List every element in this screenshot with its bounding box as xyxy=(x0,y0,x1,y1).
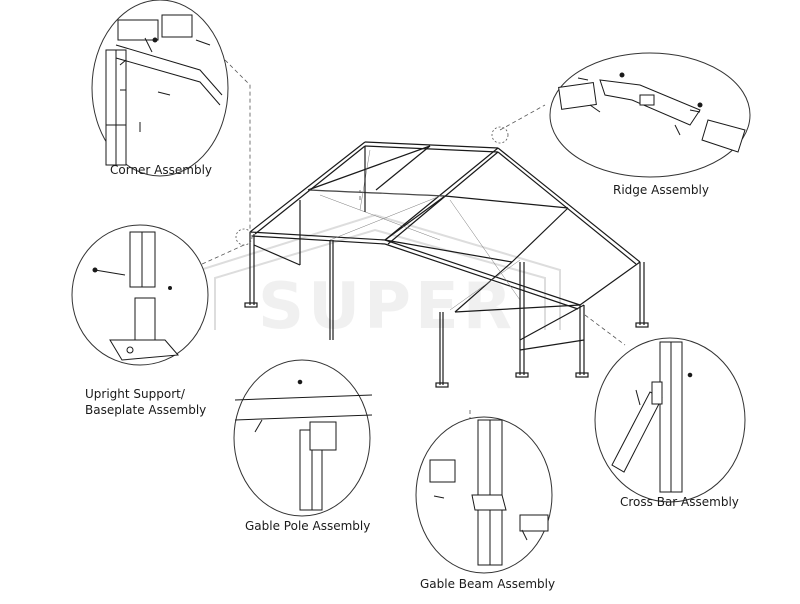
watermark-text: SUPER xyxy=(258,270,516,344)
label-upright-support-line1: Upright Support/ xyxy=(85,387,185,401)
gable-pole-detail xyxy=(233,359,373,517)
gable-beam-detail xyxy=(415,416,553,574)
label-ridge-assembly: Ridge Assembly xyxy=(613,183,709,197)
cross-bar-detail xyxy=(594,337,746,503)
upright-support-detail xyxy=(71,224,209,366)
label-upright-support-line2: Baseplate Assembly xyxy=(85,403,207,417)
label-cross-bar-assembly: Cross Bar Assembly xyxy=(620,495,739,509)
label-corner-assembly: Corner Assembly xyxy=(110,163,213,177)
corner-assembly-detail xyxy=(91,0,229,177)
label-gable-pole-assembly: Gable Pole Assembly xyxy=(245,519,371,533)
tent-frame xyxy=(244,141,649,388)
label-gable-beam-assembly: Gable Beam Assembly xyxy=(420,577,556,591)
ridge-assembly-detail xyxy=(549,52,751,178)
